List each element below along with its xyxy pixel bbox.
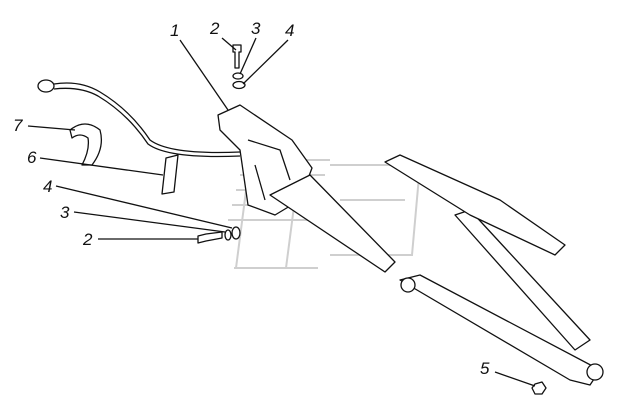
washer-part-3-top [232, 72, 244, 80]
wiper-arm-upper [269, 174, 396, 273]
bolt-part-2-side [197, 231, 223, 244]
callout-4: 4 [43, 177, 53, 196]
callout-4: 4 [285, 21, 295, 40]
clip-part-7 [69, 123, 103, 166]
callout-3: 3 [60, 203, 70, 222]
leader-lines [27, 37, 536, 387]
wiper-blade [384, 154, 566, 256]
callout-2: 2 [83, 230, 93, 249]
washer-part-3-side [224, 229, 232, 241]
sleeve-part-6 [161, 154, 179, 195]
callout-7: 7 [13, 116, 23, 135]
callout-6: 6 [27, 148, 37, 167]
washer-part-4-top [232, 80, 246, 90]
bolt-part-2-top [232, 44, 242, 69]
nut-part-5 [531, 381, 547, 395]
callout-5: 5 [480, 359, 490, 378]
callout-3: 3 [251, 19, 261, 38]
callout-2: 2 [210, 19, 220, 38]
callout-1: 1 [170, 21, 180, 40]
washer-hose [37, 79, 241, 158]
washer-part-4-side [231, 226, 241, 240]
